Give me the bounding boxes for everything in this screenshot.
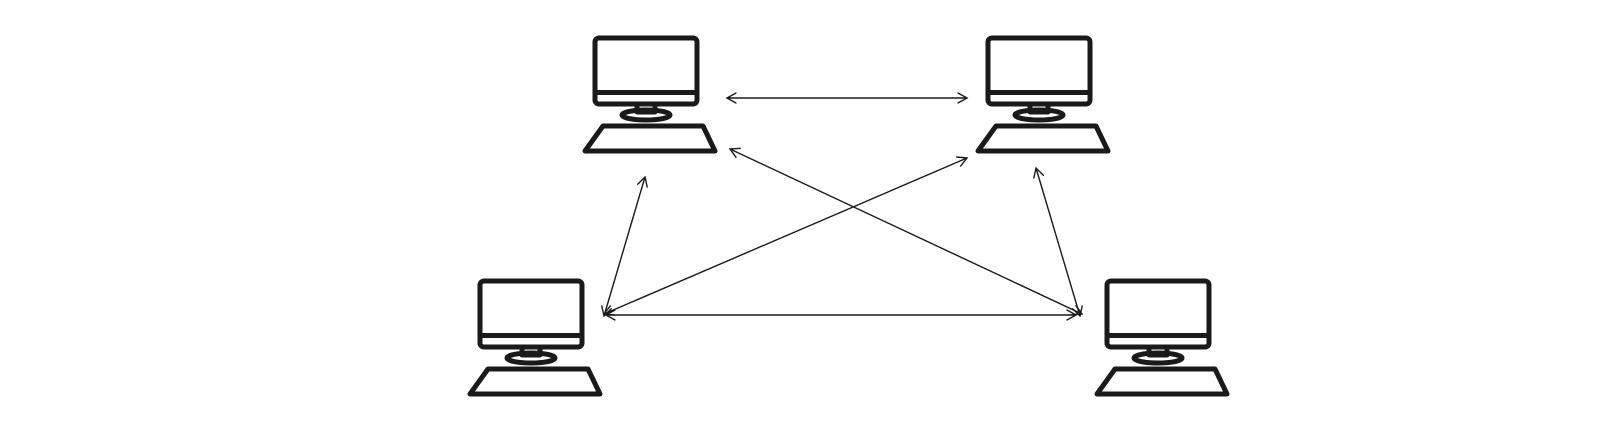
arrow-head-bottom-left [604,309,616,321]
arrow-head-top-left [725,92,737,104]
connection-top-left-to-bottom-right [729,148,1083,315]
arrow-head-top-right [957,92,969,104]
arrow-head-bottom-right [1066,309,1078,321]
arrow-head-top-left [728,147,741,159]
connection-top-left-to-bottom-left [603,176,646,317]
connection-top-right-to-bottom-right [1035,167,1081,317]
arrow-head-top-left [637,175,648,188]
computer-top-left [585,38,715,151]
arrow-head-bottom-right [1071,305,1083,318]
computer-top-right [978,38,1108,151]
connection-top-right-to-bottom-left [603,157,968,315]
arrow-head-top-right [1033,166,1045,179]
computer-bottom-left [470,281,600,394]
arrow-head-top-right [956,156,969,167]
computer-bottom-right [1097,281,1227,394]
